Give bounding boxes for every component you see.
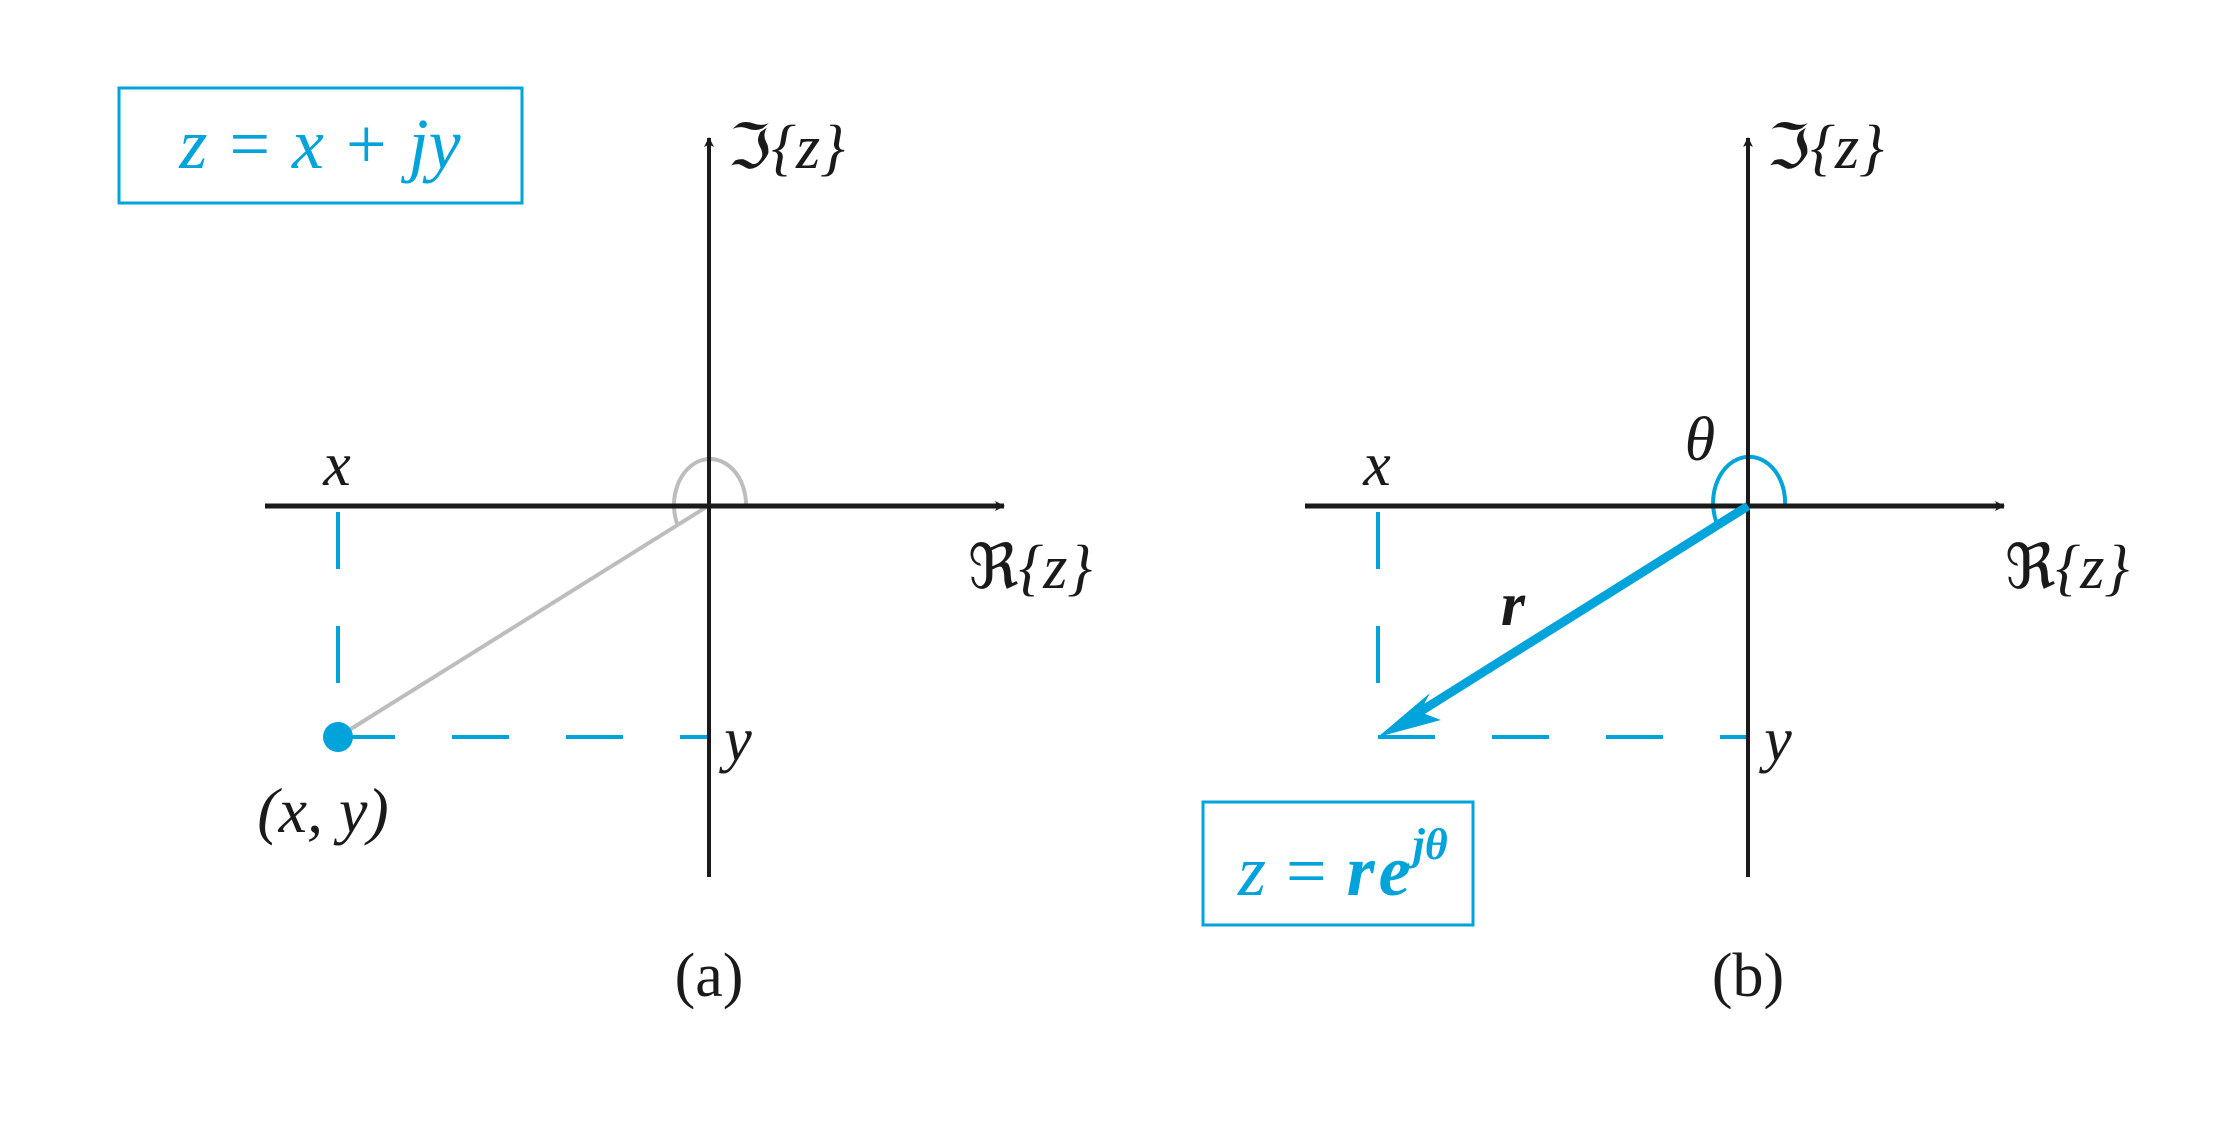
rectangular-form-box: z=x+jy xyxy=(117,86,524,205)
polar-form-formula: z=rejθ xyxy=(1237,820,1448,911)
imaginary-axis-label: ℑ{z} xyxy=(728,114,845,182)
real-axis-label: ℜ{z} xyxy=(2005,534,2129,602)
point-marker xyxy=(323,722,353,752)
panel-b: z=rejθ ℑ{z} ℜ{z} x y θ r (b) xyxy=(1201,114,2129,1010)
polar-form-box: z=rejθ xyxy=(1201,800,1475,927)
point-label: (x, y) xyxy=(257,775,388,846)
rectangular-form-formula: z=x+jy xyxy=(178,104,460,184)
imaginary-axis-label: ℑ{z} xyxy=(1767,114,1884,182)
y-label: y xyxy=(1758,706,1792,774)
real-axis-label: ℜ{z} xyxy=(968,534,1092,602)
r-label: r xyxy=(1501,571,1526,639)
r-vector-arrow xyxy=(1378,502,1751,737)
y-label: y xyxy=(718,706,752,774)
theta-label: θ xyxy=(1685,406,1715,474)
magnitude-line xyxy=(336,504,710,739)
theta-arc xyxy=(1711,454,1788,527)
x-label: x xyxy=(1362,431,1391,499)
angle-arc xyxy=(672,456,749,527)
x-label: x xyxy=(322,431,351,499)
panel-a: z=x+jy ℑ{z} ℜ{z} x y (x, y) (a) xyxy=(117,86,1092,1010)
caption-a: (a) xyxy=(675,942,744,1010)
caption-b: (b) xyxy=(1712,942,1784,1010)
